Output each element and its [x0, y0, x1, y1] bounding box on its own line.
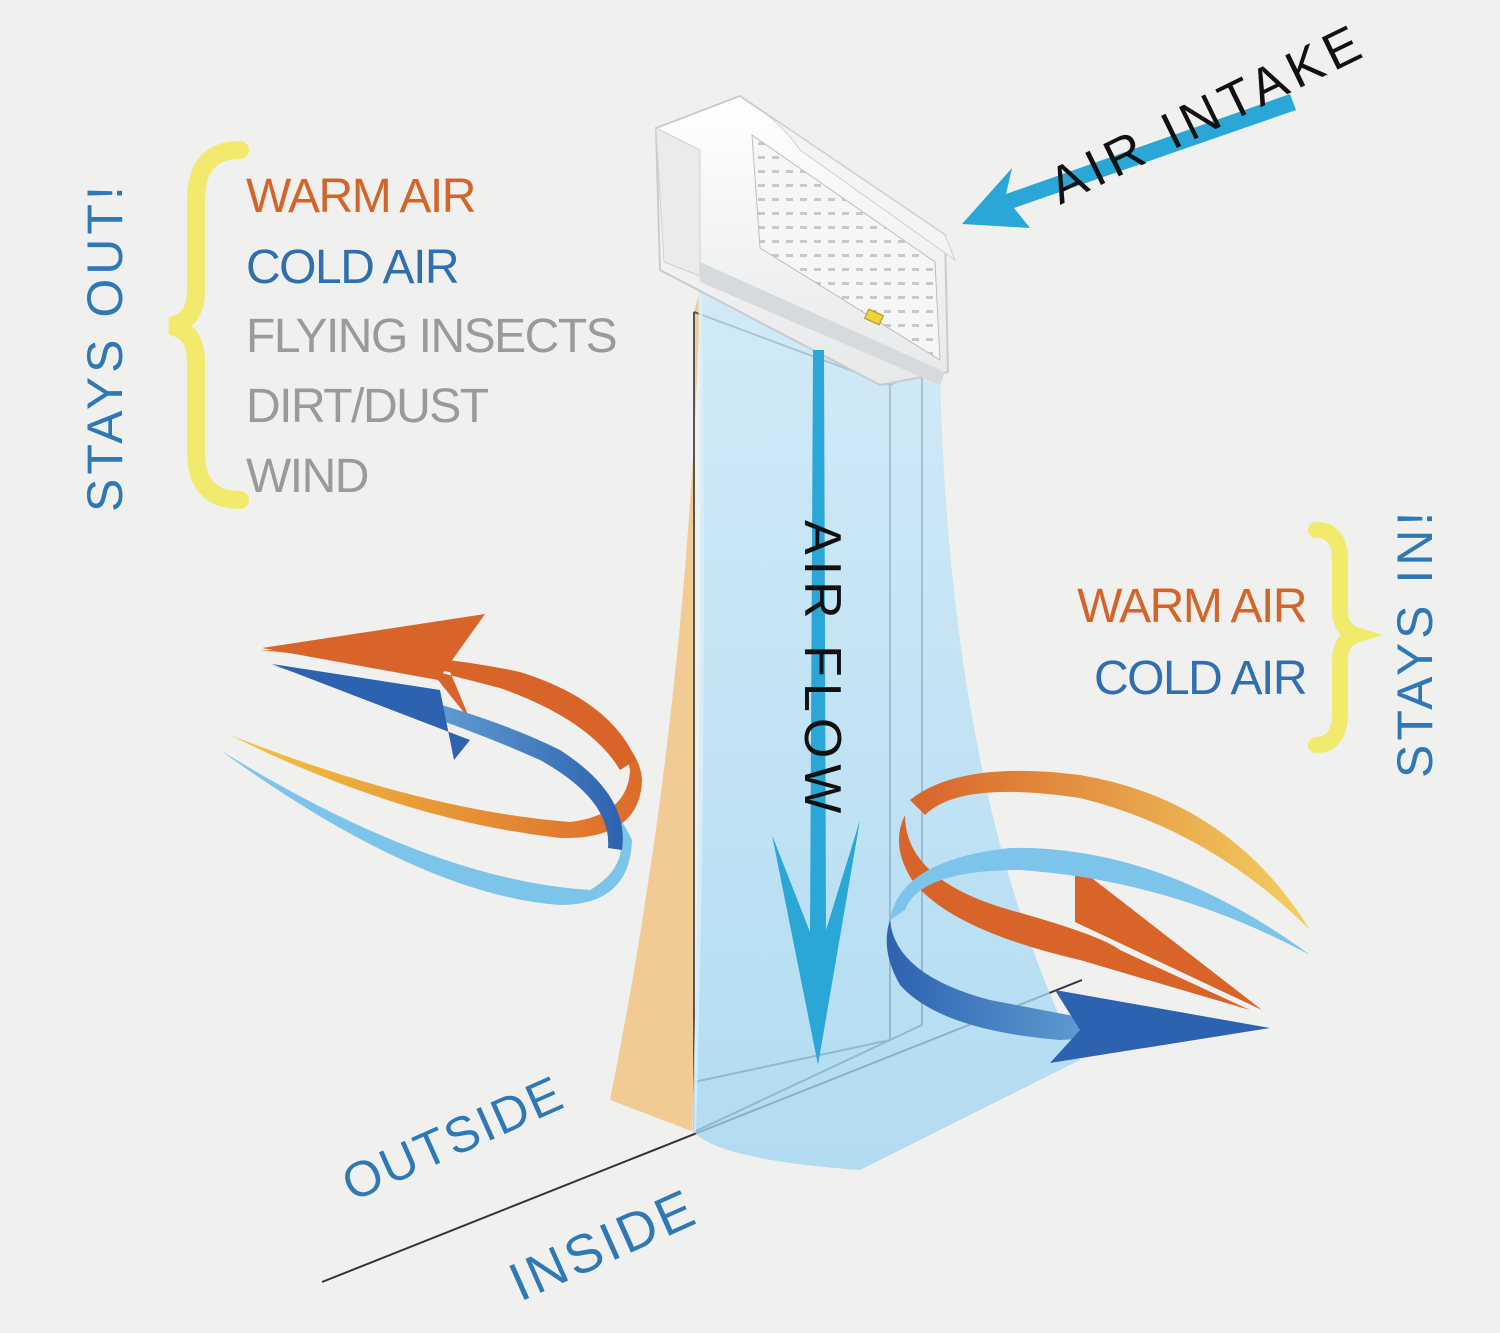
stays-out-heading: STAYS OUT! [77, 182, 133, 512]
left-cold-arrow-tip [272, 664, 470, 760]
right-warm-swirl [898, 815, 1250, 1010]
left-warm-arrowhead [260, 650, 636, 770]
left-warm-arrow-tip [262, 614, 485, 680]
outside-label: OUTSIDE [334, 1065, 573, 1212]
right-warm-arrow-tip [1075, 865, 1262, 1010]
stays-out-item: DIRT/DUST [246, 380, 489, 433]
stays-in-item: WARM AIR [1077, 580, 1306, 633]
stays-in-list: WARM AIR COLD AIR [1077, 580, 1307, 705]
stays-out-item: WIND [246, 450, 368, 503]
left-cold-swirl-light [220, 700, 632, 905]
right-cold-swirl-light [890, 847, 1310, 955]
left-warm-swirl [230, 690, 642, 839]
air-intake-label: AIR INTAKE [1040, 12, 1376, 215]
left-cold-swirl [270, 665, 623, 850]
left-swirl-arrows [220, 614, 642, 905]
air-flow-arrow-icon [772, 350, 860, 1065]
left-yellow-brace-icon [167, 141, 249, 509]
right-swirl-arrows [886, 770, 1310, 1063]
right-cold-swirl [886, 920, 1270, 1040]
stays-in-item: COLD AIR [1094, 652, 1306, 705]
right-cold-arrow-tip [1050, 990, 1270, 1063]
stays-out-item: FLYING INSECTS [246, 310, 616, 363]
stays-out-item: WARM AIR [246, 170, 475, 223]
right-yellow-brace-icon [1308, 522, 1383, 753]
air-curtain-sheet [694, 275, 1080, 1170]
stays-in-heading: STAYS IN! [1387, 508, 1443, 778]
air-flow-label: AIR FLOW [793, 520, 851, 819]
outside-tint [610, 290, 700, 1132]
right-warm-swirl-light [910, 770, 1310, 930]
air-intake-arrow-icon [962, 94, 1296, 228]
stays-out-item: COLD AIR [246, 241, 458, 294]
air-curtain-unit-icon [654, 94, 957, 387]
stays-out-list: WARM AIR COLD AIR FLYING INSECTS DIRT/DU… [246, 170, 618, 503]
air-curtain-edge [692, 274, 704, 1133]
